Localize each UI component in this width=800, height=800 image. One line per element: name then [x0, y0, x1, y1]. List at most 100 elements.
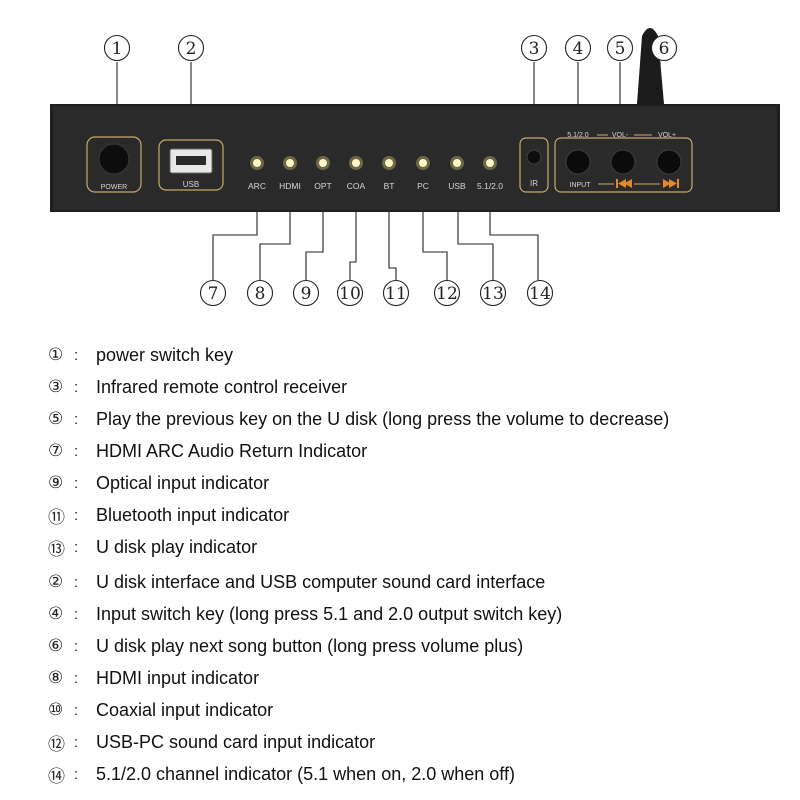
- legend-number: ⑥: [48, 636, 64, 656]
- input-button[interactable]: [565, 149, 591, 175]
- indicator-label: BT: [384, 181, 395, 191]
- top-callout-circle-5: [606, 34, 634, 62]
- legend-colon: :: [74, 765, 79, 783]
- power-label: POWER: [101, 184, 127, 191]
- legend-text: U disk play next song button (long press…: [96, 635, 524, 656]
- top-callout-circle-3: [520, 34, 548, 62]
- legend-colon: :: [74, 538, 79, 556]
- legend-number: ⑪: [48, 507, 65, 528]
- bottom-callout-number-11: 11: [385, 284, 407, 304]
- bottom-callout-circle-10: [336, 279, 364, 307]
- legend-item: ⑪: Bluetooth input indicator: [48, 502, 289, 528]
- legend-text: Bluetooth input indicator: [96, 504, 290, 525]
- legend-number: ①: [48, 345, 64, 365]
- legend-item: ⑦: HDMI ARC Audio Return Indicator: [48, 438, 367, 464]
- bottom-callout-circle-9: [292, 279, 320, 307]
- legend-text: Input switch key (long press 5.1 and 2.0…: [96, 603, 563, 624]
- top-callout-number-2: 2: [186, 39, 197, 59]
- legend-number: ③: [48, 377, 64, 397]
- bottom-callout-number-12: 12: [436, 284, 458, 304]
- indicator-label: HDMI: [279, 181, 301, 191]
- legend-colon: :: [74, 573, 79, 591]
- bottom-callout-number-7: 7: [208, 284, 219, 304]
- legend-item: ⑥: U disk play next song button (long pre…: [48, 633, 523, 659]
- top-callout-number-6: 6: [659, 39, 670, 59]
- legend-text: Coaxial input indicator: [96, 699, 274, 720]
- bottom-callout-circle-13: [479, 279, 507, 307]
- legend-colon: :: [74, 669, 79, 687]
- top-leader-lines: [116, 62, 661, 104]
- legend-item: ⑨:Optical input indicator: [48, 470, 269, 496]
- legend-number: ⑦: [48, 441, 64, 461]
- top-callout-circle-6: [650, 34, 678, 62]
- legend-text: Optical input indicator: [96, 472, 270, 493]
- top-callout-circle-4: [564, 34, 592, 62]
- indicator-led-pc: [419, 159, 427, 167]
- ir-frame: [519, 137, 549, 193]
- legend-item: ③:Infrared remote control receiver: [48, 374, 347, 400]
- bottom-callout-circle-12: [433, 279, 461, 307]
- control-frame: [554, 137, 693, 193]
- vol-plus-button[interactable]: [656, 149, 682, 175]
- indicator-led-opt: [319, 159, 327, 167]
- indicator-led-arc: [253, 159, 261, 167]
- legend-item: ⑭:5.1/2.0 channel indicator (5.1 when on…: [48, 761, 515, 787]
- legend-item: ②:U disk interface and USB computer soun…: [48, 569, 545, 595]
- legend-item: ①:power switch key: [48, 342, 233, 368]
- legend-item: ⑬:U disk play indicator: [48, 534, 257, 560]
- vol-minus-label: VOL-: [612, 132, 629, 139]
- indicator-label: 5.1/2.0: [477, 181, 503, 191]
- bottom-callout-circle-14: [526, 279, 554, 307]
- legend-text: Infrared remote control receiver: [96, 376, 348, 397]
- vol-minus-button[interactable]: [610, 149, 636, 175]
- top-callout-number-4: 4: [573, 39, 584, 59]
- legend-text: HDMI input indicator: [96, 667, 260, 688]
- next-track-icon: [663, 179, 679, 188]
- indicator-label: PC: [417, 181, 429, 191]
- legend-colon: :: [74, 605, 79, 623]
- legend-number: ④: [48, 604, 64, 624]
- bottom-callout-number-14: 14: [529, 284, 551, 304]
- label-5120: 5.1/2.0: [567, 132, 589, 139]
- legend-colon: :: [74, 637, 79, 655]
- input-label: INPUT: [570, 182, 592, 189]
- bottom-callout-number-9: 9: [301, 284, 312, 304]
- bottom-leader-lines: [212, 211, 539, 280]
- indicator-label: USB: [448, 181, 466, 191]
- indicator-led-5120: [486, 159, 494, 167]
- legend-item: ⑧: HDMI input indicator: [48, 665, 259, 691]
- indicator-label: ARC: [248, 181, 266, 191]
- legend-colon: :: [74, 474, 79, 492]
- legend-item: ⑤:Play the previous key on the U disk (l…: [48, 406, 669, 432]
- legend-text: U disk play indicator: [96, 536, 258, 557]
- top-callout-number-5: 5: [615, 39, 626, 59]
- legend-number: ⑩: [48, 700, 64, 720]
- legend-item: ⑫:USB-PC sound card input indicator: [48, 729, 375, 755]
- bottom-callout-circle-8: [246, 279, 274, 307]
- ir-receiver: [526, 149, 542, 165]
- power-button[interactable]: [98, 143, 130, 175]
- bottom-callout-circle-7: [199, 279, 227, 307]
- legend-colon: :: [74, 506, 79, 524]
- bottom-callout-number-13: 13: [482, 284, 504, 304]
- legend-text: HDMI ARC Audio Return Indicator: [96, 440, 368, 461]
- top-callout-circle-1: [103, 34, 131, 62]
- legend-number: ⑧: [48, 668, 64, 688]
- indicator-led-usb: [453, 159, 461, 167]
- bottom-callout-circle-11: [382, 279, 410, 307]
- legend-text: USB-PC sound card input indicator: [96, 731, 376, 752]
- legend-colon: :: [74, 701, 79, 719]
- legend-text: 5.1/2.0 channel indicator (5.1 when on, …: [96, 763, 515, 784]
- legend-number: ⑭: [48, 766, 65, 787]
- vol-plus-label: VOL+: [658, 132, 676, 139]
- legend-colon: :: [74, 410, 79, 428]
- usb-frame: [158, 139, 224, 191]
- ir-label: IR: [530, 179, 538, 188]
- previous-track-icon: [616, 179, 632, 188]
- legend-number: ⑫: [48, 734, 65, 755]
- legend-colon: :: [74, 442, 79, 460]
- indicator-led-hdmi: [286, 159, 294, 167]
- legend-item: ④: Input switch key (long press 5.1 and 2…: [48, 601, 562, 627]
